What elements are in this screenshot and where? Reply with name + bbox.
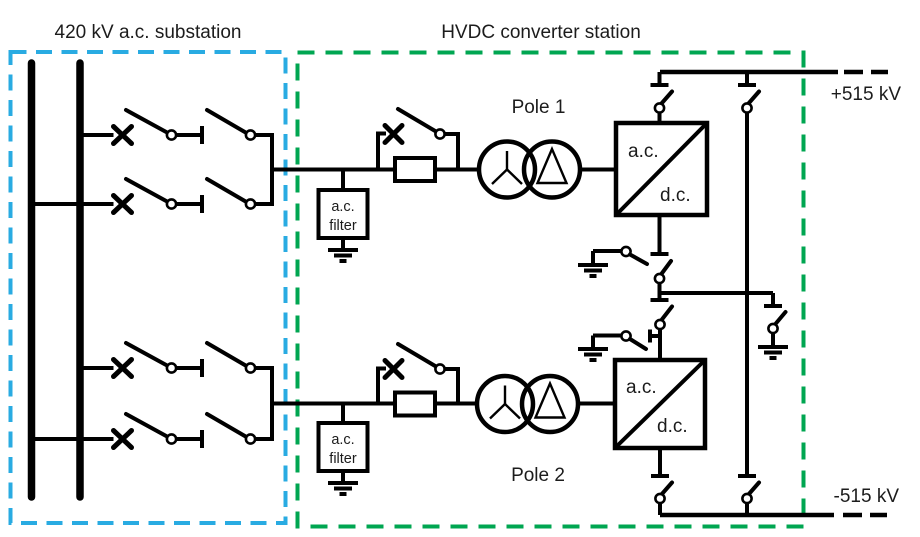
feeder-4 bbox=[31, 412, 274, 450]
wye-winding-icon bbox=[489, 385, 521, 420]
ground-icon bbox=[328, 238, 358, 263]
pole2-label: Pole 2 bbox=[511, 465, 565, 486]
ac-filter-label: a.c. bbox=[331, 432, 354, 448]
ac-filter-label: filter bbox=[329, 218, 357, 234]
converter-diagonal bbox=[615, 360, 705, 448]
ground-icon bbox=[758, 333, 788, 360]
disconnector-switch bbox=[205, 412, 257, 445]
converter-pole1: a.c. d.c. bbox=[613, 120, 710, 218]
disconnector-switch bbox=[124, 341, 178, 374]
circuit-breaker-icon bbox=[111, 124, 134, 146]
disconnector-switch bbox=[124, 177, 178, 210]
disconnector-switch bbox=[653, 259, 673, 285]
converter-transformer-pole2 bbox=[474, 373, 581, 435]
bypass-switch-pole1 bbox=[376, 107, 460, 170]
disconnector-switch bbox=[205, 341, 257, 374]
neutral-earthing-switch bbox=[758, 293, 788, 360]
converter-dc-label: d.c. bbox=[657, 416, 688, 437]
neutral-chain-pole1 bbox=[578, 215, 673, 293]
dc-switch-converter2-bottom bbox=[651, 448, 674, 515]
converter-diagonal bbox=[616, 123, 707, 215]
disconnector-switch bbox=[205, 177, 257, 210]
delta-winding-icon bbox=[533, 380, 567, 419]
converter-dc-label: d.c. bbox=[660, 185, 691, 206]
smoothing-reactor-pole1 bbox=[393, 156, 437, 183]
earthing-switch bbox=[578, 329, 658, 362]
dc-positive-label: +515 kV bbox=[831, 84, 902, 105]
disconnector-switch bbox=[396, 342, 446, 375]
ac-filter-label: a.c. bbox=[331, 199, 354, 215]
ac-filter-pole1: a.c. filter bbox=[316, 169, 370, 263]
feeder-1 bbox=[80, 108, 274, 146]
dc-switch-bypass-top bbox=[738, 72, 761, 114]
hvdc-station-border bbox=[295, 50, 806, 529]
disconnector-switch bbox=[124, 108, 178, 141]
circuit-breaker-icon bbox=[382, 123, 405, 145]
smoothing-reactor-pole2 bbox=[393, 390, 437, 418]
feeder-3 bbox=[80, 341, 274, 379]
circuit-breaker-icon bbox=[111, 193, 134, 215]
converter-ac-label: a.c. bbox=[628, 141, 659, 162]
disconnector-switch bbox=[396, 107, 446, 140]
circuit-breaker-icon bbox=[111, 357, 134, 379]
delta-winding-icon bbox=[535, 145, 569, 185]
pole1-label: Pole 1 bbox=[512, 97, 566, 118]
disconnector-switch bbox=[205, 108, 257, 141]
ground-icon bbox=[328, 471, 358, 496]
converter-station-title: HVDC converter station bbox=[441, 22, 641, 43]
wye-winding-icon bbox=[491, 151, 523, 185]
circuit-breaker-icon bbox=[111, 428, 134, 450]
earthing-switch bbox=[578, 245, 649, 278]
disconnector-switch bbox=[124, 412, 178, 445]
ac-substation-border bbox=[8, 50, 288, 525]
ground-icon bbox=[578, 335, 608, 362]
dc-switch-bypass-bottom bbox=[738, 474, 761, 515]
bypass-switch-pole2 bbox=[376, 342, 460, 404]
disconnector-switch bbox=[654, 304, 674, 331]
neutral-chain-pole2 bbox=[578, 293, 674, 362]
ground-icon bbox=[578, 251, 608, 278]
circuit-breaker-icon bbox=[382, 358, 405, 380]
feeder-2 bbox=[31, 177, 274, 215]
converter-pole2: a.c. d.c. bbox=[612, 357, 708, 451]
ac-filter-pole2: a.c. filter bbox=[316, 403, 370, 496]
dc-negative-label: -515 kV bbox=[834, 486, 900, 507]
ac-filter-label: filter bbox=[329, 451, 357, 467]
dc-switch-converter1-top bbox=[650, 72, 674, 123]
converter-ac-label: a.c. bbox=[626, 377, 657, 398]
converter-transformer-pole1 bbox=[476, 139, 583, 200]
substation-title: 420 kV a.c. substation bbox=[55, 22, 242, 43]
